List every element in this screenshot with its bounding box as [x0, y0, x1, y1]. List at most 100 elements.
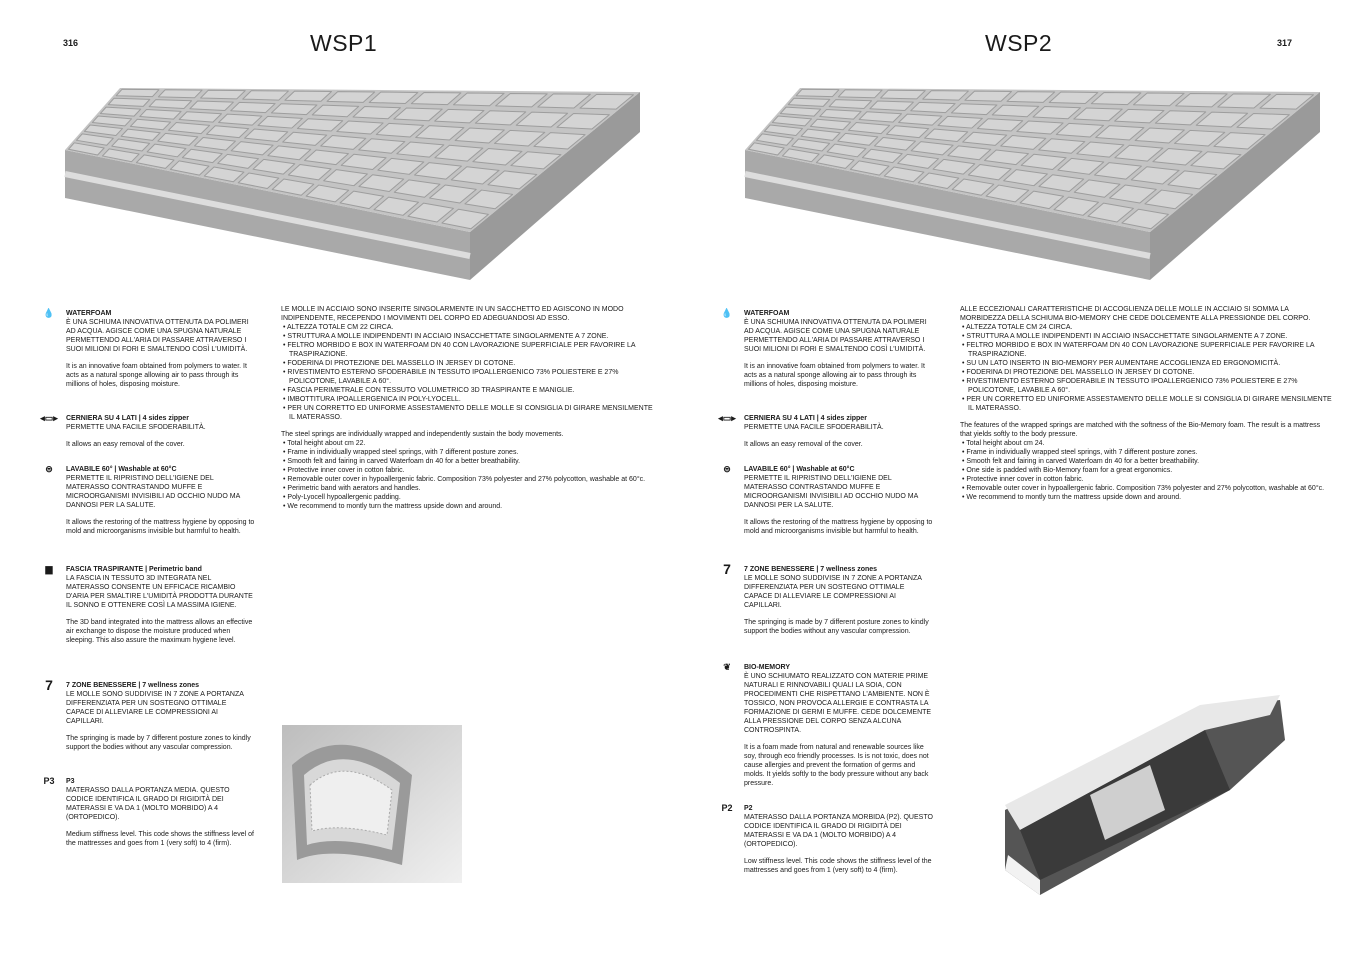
spec-list-it: ALTEZZA TOTALE CM 22 CIRCA.STRUTTURA A M… — [281, 323, 653, 422]
quilt-cell — [883, 166, 925, 183]
quilt-cell — [932, 158, 976, 175]
quilt-cell — [157, 132, 199, 146]
stiffness-p2-icon: P2 — [721, 803, 733, 813]
quilt-cell — [1073, 179, 1121, 198]
quilt-cell — [897, 153, 939, 169]
spec-item: PER UN CORRETTO ED UNIFORME ASSESTAMENTO… — [960, 395, 1332, 413]
feature-text-it: LE MOLLE SONO SUDDIVISE IN 7 ZONE A PORT… — [66, 691, 244, 725]
spec-item: Removable outer cover in hypoallergenic … — [960, 484, 1332, 493]
quilt-cell — [139, 108, 182, 120]
quilt-cell — [189, 100, 234, 112]
quilt-cell — [91, 115, 133, 127]
feature-zipper: ◂▭▸ CERNIERA SU 4 LATI | 4 sides zipper … — [718, 414, 934, 457]
feature-text-en: It allows the restoring of the mattress … — [744, 519, 933, 535]
quilt-cell — [450, 166, 500, 185]
intro-it: ALLE ECCEZIONALI CARATTERISTICHE DI ACCO… — [960, 306, 1311, 322]
spec-item: We recommend to montly turn the mattress… — [281, 502, 653, 511]
feature-text-it: PERMETTE IL RIPRISTINO DELL'IGIENE DEL M… — [66, 475, 240, 509]
quilt-cell — [434, 144, 484, 162]
quilt-cell — [795, 88, 840, 98]
spec-item: PER UN CORRETTO ED UNIFORME ASSESTAMENTO… — [281, 404, 653, 422]
quilt-cell — [533, 132, 586, 150]
quilt-cell — [120, 128, 161, 141]
quilt-cell — [157, 89, 203, 99]
mattress-end-band — [1150, 92, 1320, 280]
quilt-cell — [1019, 190, 1065, 210]
quilt-cell — [415, 125, 465, 141]
quilt-cell — [800, 128, 841, 141]
feature-wash-60: ⊜ LAVABILE 60° | Washable at 60°C PERMET… — [723, 465, 934, 544]
quilt-cell — [837, 89, 883, 99]
spec-item: SU UN LATO INSERTO IN BIO-MEMORY PER AUM… — [960, 359, 1332, 368]
quilt-cell — [771, 115, 813, 127]
quilt-cell — [111, 138, 151, 152]
feature-band: ▆ FASCIA TRASPIRANTE | Perimetric band L… — [46, 565, 256, 653]
spec-item: Total height about cm 22. — [281, 439, 653, 448]
spec-item: Protective inner cover in cotton fabric. — [960, 475, 1332, 484]
quilt-cell — [763, 124, 803, 137]
quilt-cell — [68, 142, 105, 156]
feature-heading: FASCIA TRASPIRANTE | Perimetric band — [66, 566, 202, 573]
quilt-cell — [1195, 111, 1249, 128]
feature-text-it: È UNO SCHIUMATO REALIZZATO CON MATERIE P… — [744, 673, 932, 734]
quilt-cell — [1038, 138, 1086, 154]
spec-item: Removable outer cover in hypoallergenic … — [281, 475, 653, 484]
quilt-cell — [991, 104, 1040, 118]
quilt-cell — [781, 148, 820, 163]
quilt-cell — [340, 153, 387, 170]
quilt-cell — [267, 145, 312, 161]
quilt-cell — [837, 132, 879, 146]
spec-list-it: ALTEZZA TOTALE CM 24 CIRCA.STRUTTURA A M… — [960, 323, 1332, 413]
feature-heading: CERNIERA SU 4 LATI | 4 sides zipper — [744, 415, 867, 422]
feature-text-it: PERMETTE UNA FACILE SFODERABILITÀ. — [744, 424, 884, 431]
quilt-cell — [1167, 170, 1218, 190]
quilt-cell — [1130, 166, 1180, 185]
drop-icon: 💧 — [43, 308, 55, 318]
quilt-cell — [230, 141, 274, 156]
quilt-cell — [494, 129, 546, 147]
quilt-cell — [1006, 91, 1056, 103]
quilt-cell — [169, 160, 210, 176]
spec-item: IMBOTTITURA IPOALLERGENICA IN POLY-LYOCE… — [281, 395, 653, 404]
quilt-cell — [1000, 135, 1047, 150]
quilt-cell — [181, 148, 223, 164]
quilt-cell — [1152, 148, 1203, 166]
quilt-cell — [787, 97, 831, 107]
quilt-cell — [910, 101, 956, 114]
mattress-perimetric-band — [744, 171, 1151, 259]
quilt-cell — [410, 92, 462, 106]
spec-item: Total height about cm 24. — [960, 439, 1332, 448]
feature-text-en: It is an innovative foam obtained from p… — [66, 363, 247, 388]
spec-item: One side is padded with Bio-Memory foam … — [960, 466, 1332, 475]
quilt-cell — [230, 101, 276, 114]
quilt-cell — [393, 179, 441, 198]
quilt-cell — [193, 137, 236, 151]
quilt-cell — [924, 128, 969, 142]
quilt-cell — [296, 118, 344, 132]
feature-heading: WATERFOAM — [744, 310, 790, 317]
quilt-cell — [748, 142, 785, 156]
quilt-cell — [1095, 125, 1145, 141]
quilt-cell — [75, 133, 114, 146]
quilt-cell — [352, 106, 401, 120]
quilt-cell — [434, 108, 485, 124]
feature-text-it: PERMETTE UNA FACILE SFODERABILITÀ. — [66, 424, 206, 431]
mattress-cutaway-image — [282, 725, 462, 883]
spec-item: Frame in individually wrapped steel spri… — [281, 448, 653, 457]
quilt-cell — [237, 172, 280, 189]
quilt-cell — [1076, 141, 1125, 158]
quilt-cell — [396, 141, 445, 158]
wash-60-icon: ⊜ — [723, 464, 731, 474]
quilt-cell — [358, 174, 405, 192]
feature-drop: 💧 WATERFOAM È UNA SCHIUMA INNOVATIVA OTT… — [43, 309, 256, 397]
quilt-cell — [326, 91, 376, 103]
quilt-cell — [1144, 189, 1194, 210]
spec-item: We recommend to montly turn the mattress… — [960, 493, 1332, 502]
quilt-cell — [815, 154, 855, 169]
quilt-cell — [99, 106, 142, 117]
quilt-cell — [898, 113, 943, 126]
quilt-cell — [339, 190, 385, 210]
mattress-end-band — [470, 92, 640, 280]
quilt-cell — [148, 99, 193, 109]
